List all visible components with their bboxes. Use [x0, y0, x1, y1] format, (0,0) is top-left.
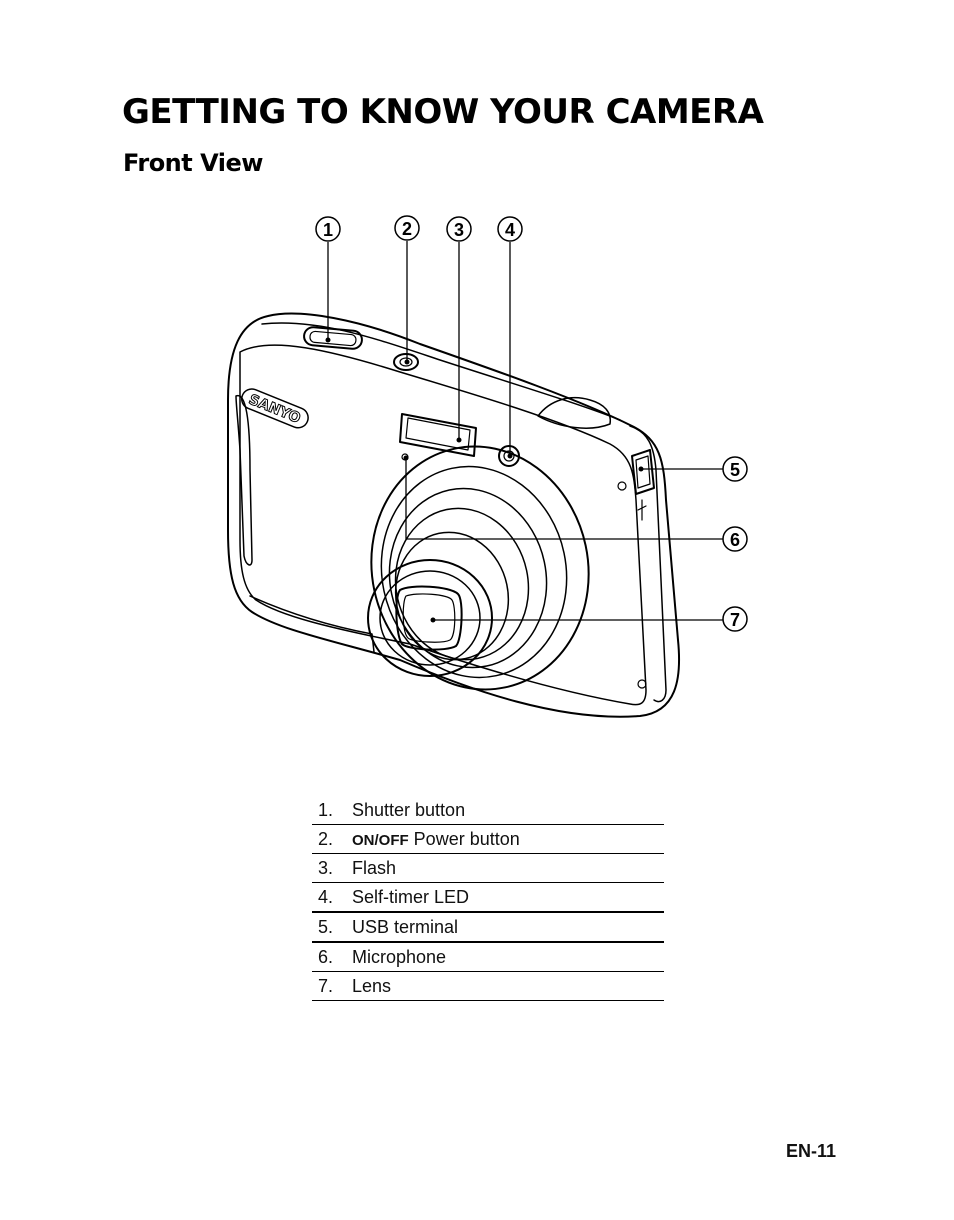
item-label: USB terminal [352, 916, 459, 937]
camera-front-panel [239, 344, 647, 706]
item-number: 3. [318, 857, 334, 878]
callout-6: 6 [730, 530, 740, 550]
list-item: 3. Flash [312, 854, 664, 883]
power-button-shape [393, 353, 419, 371]
callout-4: 4 [505, 220, 515, 240]
item-number: 7. [318, 975, 334, 996]
list-item: 4. Self-timer LED [312, 883, 664, 912]
section-subtitle: Front View [123, 149, 263, 177]
leader-line-6 [405, 458, 723, 540]
list-item: 6. Microphone [312, 942, 664, 972]
parts-list: 1. Shutter button 2. ON/OFF Power button… [312, 796, 664, 1001]
list-item: 1. Shutter button [312, 796, 664, 825]
callout-3: 3 [454, 220, 464, 240]
callout-7: 7 [730, 610, 740, 630]
page-title: GETTING TO KNOW YOUR CAMERA [122, 92, 764, 132]
item-number: 4. [318, 886, 334, 907]
item-label: Lens [352, 975, 392, 996]
shutter-button-shape [303, 326, 363, 350]
item-number: 5. [318, 916, 334, 937]
sanyo-logo: SANYO [240, 388, 309, 429]
page-number: EN-11 [786, 1141, 837, 1161]
callout-2: 2 [402, 219, 412, 239]
usb-terminal-shape [631, 449, 655, 495]
onoff-label: ON/OFF [352, 831, 409, 849]
item-label: Shutter button [352, 799, 466, 820]
callout-5: 5 [730, 460, 740, 480]
grip [235, 395, 253, 566]
item-label: ON/OFF Power button [352, 828, 520, 849]
callout-1: 1 [323, 220, 333, 240]
list-item: 2. ON/OFF Power button [312, 825, 664, 854]
item-label: Flash [352, 857, 397, 878]
item-number: 2. [318, 828, 334, 849]
camera-front-diagram: SANYO 1 2 3 4 5 6 7 [227, 215, 748, 718]
camera-body-outline [227, 312, 681, 718]
list-item: 5. USB terminal [312, 912, 664, 942]
lens-front-ring [367, 559, 493, 677]
item-number: 1. [318, 799, 334, 820]
item-label: Microphone [352, 946, 447, 967]
list-item: 7. Lens [312, 972, 664, 1001]
item-number: 6. [318, 946, 334, 967]
flash-shape [399, 413, 477, 457]
camera-side-panel [629, 425, 667, 703]
item-label: Self-timer LED [352, 886, 470, 907]
lens-shape [395, 585, 463, 651]
